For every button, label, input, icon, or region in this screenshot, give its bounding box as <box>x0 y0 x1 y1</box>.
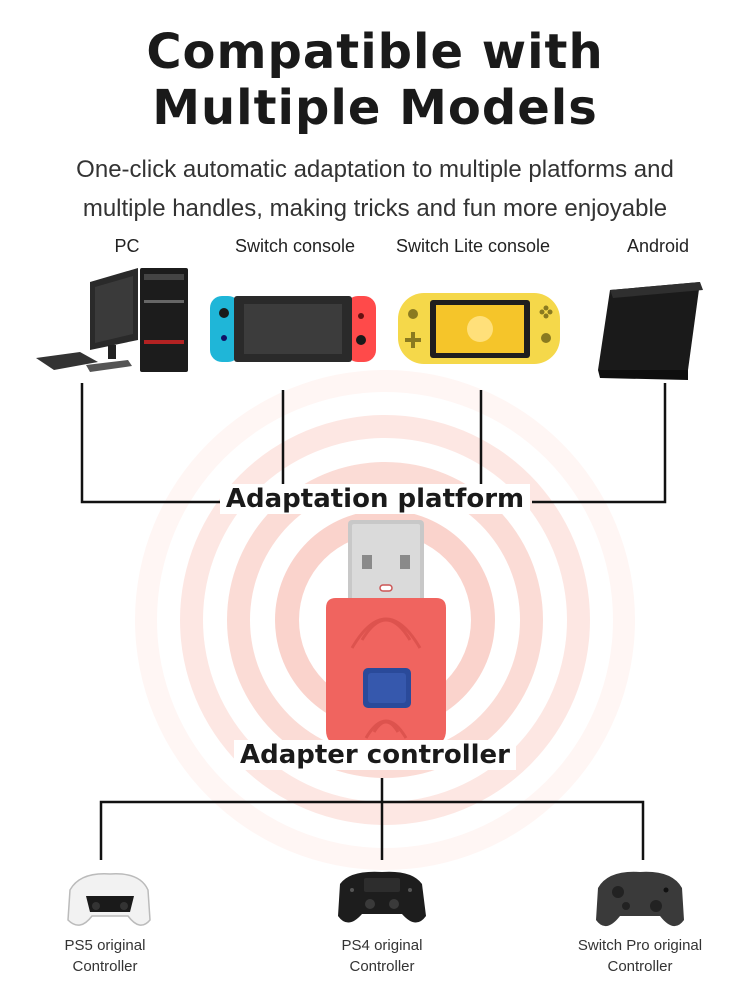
controller-label-switch-pro-line2: Controller <box>607 958 673 975</box>
platform-label-switch: Switch console <box>234 236 356 256</box>
platform-label-pc: PC <box>114 236 140 256</box>
adapter-controller-label: Adapter controller <box>0 740 750 770</box>
controller-label-ps4: PS4 original Controller <box>292 935 472 977</box>
platform-label-android: Android <box>626 236 690 256</box>
adaptation-platform-text: Adaptation platform <box>219 484 531 514</box>
ps5-controller-icon <box>67 873 151 926</box>
page-subtitle: One-click automatic adaptation to multip… <box>20 150 730 228</box>
adaptation-platform-label: Adaptation platform <box>0 484 750 514</box>
switch-lite-icon <box>398 293 560 364</box>
switch-pro-controller-icon <box>596 871 684 927</box>
android-box-icon <box>598 282 703 380</box>
subtitle-line-2: multiple handles, making tricks and fun … <box>82 195 668 222</box>
adapter-controller-text: Adapter controller <box>233 740 516 770</box>
page-title: Compatible with Multiple Models <box>0 24 750 136</box>
switch-console-icon <box>210 296 376 362</box>
controller-label-ps4-line2: Controller <box>349 958 415 975</box>
title-line-2: Multiple Models <box>152 80 598 136</box>
subtitle-line-1: One-click automatic adaptation to multip… <box>76 156 674 183</box>
controller-label-ps5-line1: PS5 original <box>64 937 146 954</box>
controller-label-switch-pro: Switch Pro original Controller <box>550 935 730 977</box>
controller-label-ps5-line2: Controller <box>72 958 138 975</box>
controller-connectors <box>99 778 645 860</box>
ps4-controller-icon <box>338 871 426 923</box>
usb-adapter-icon <box>326 520 446 745</box>
pc-icon <box>36 268 188 372</box>
controller-label-switch-pro-line1: Switch Pro original <box>577 937 703 954</box>
controller-label-ps5: PS5 original Controller <box>15 935 195 977</box>
title-line-1: Compatible with <box>146 24 604 80</box>
controller-label-ps4-line1: PS4 original <box>341 937 423 954</box>
platform-label-switch-lite: Switch Lite console <box>395 236 551 256</box>
platform-connectors <box>80 383 667 504</box>
